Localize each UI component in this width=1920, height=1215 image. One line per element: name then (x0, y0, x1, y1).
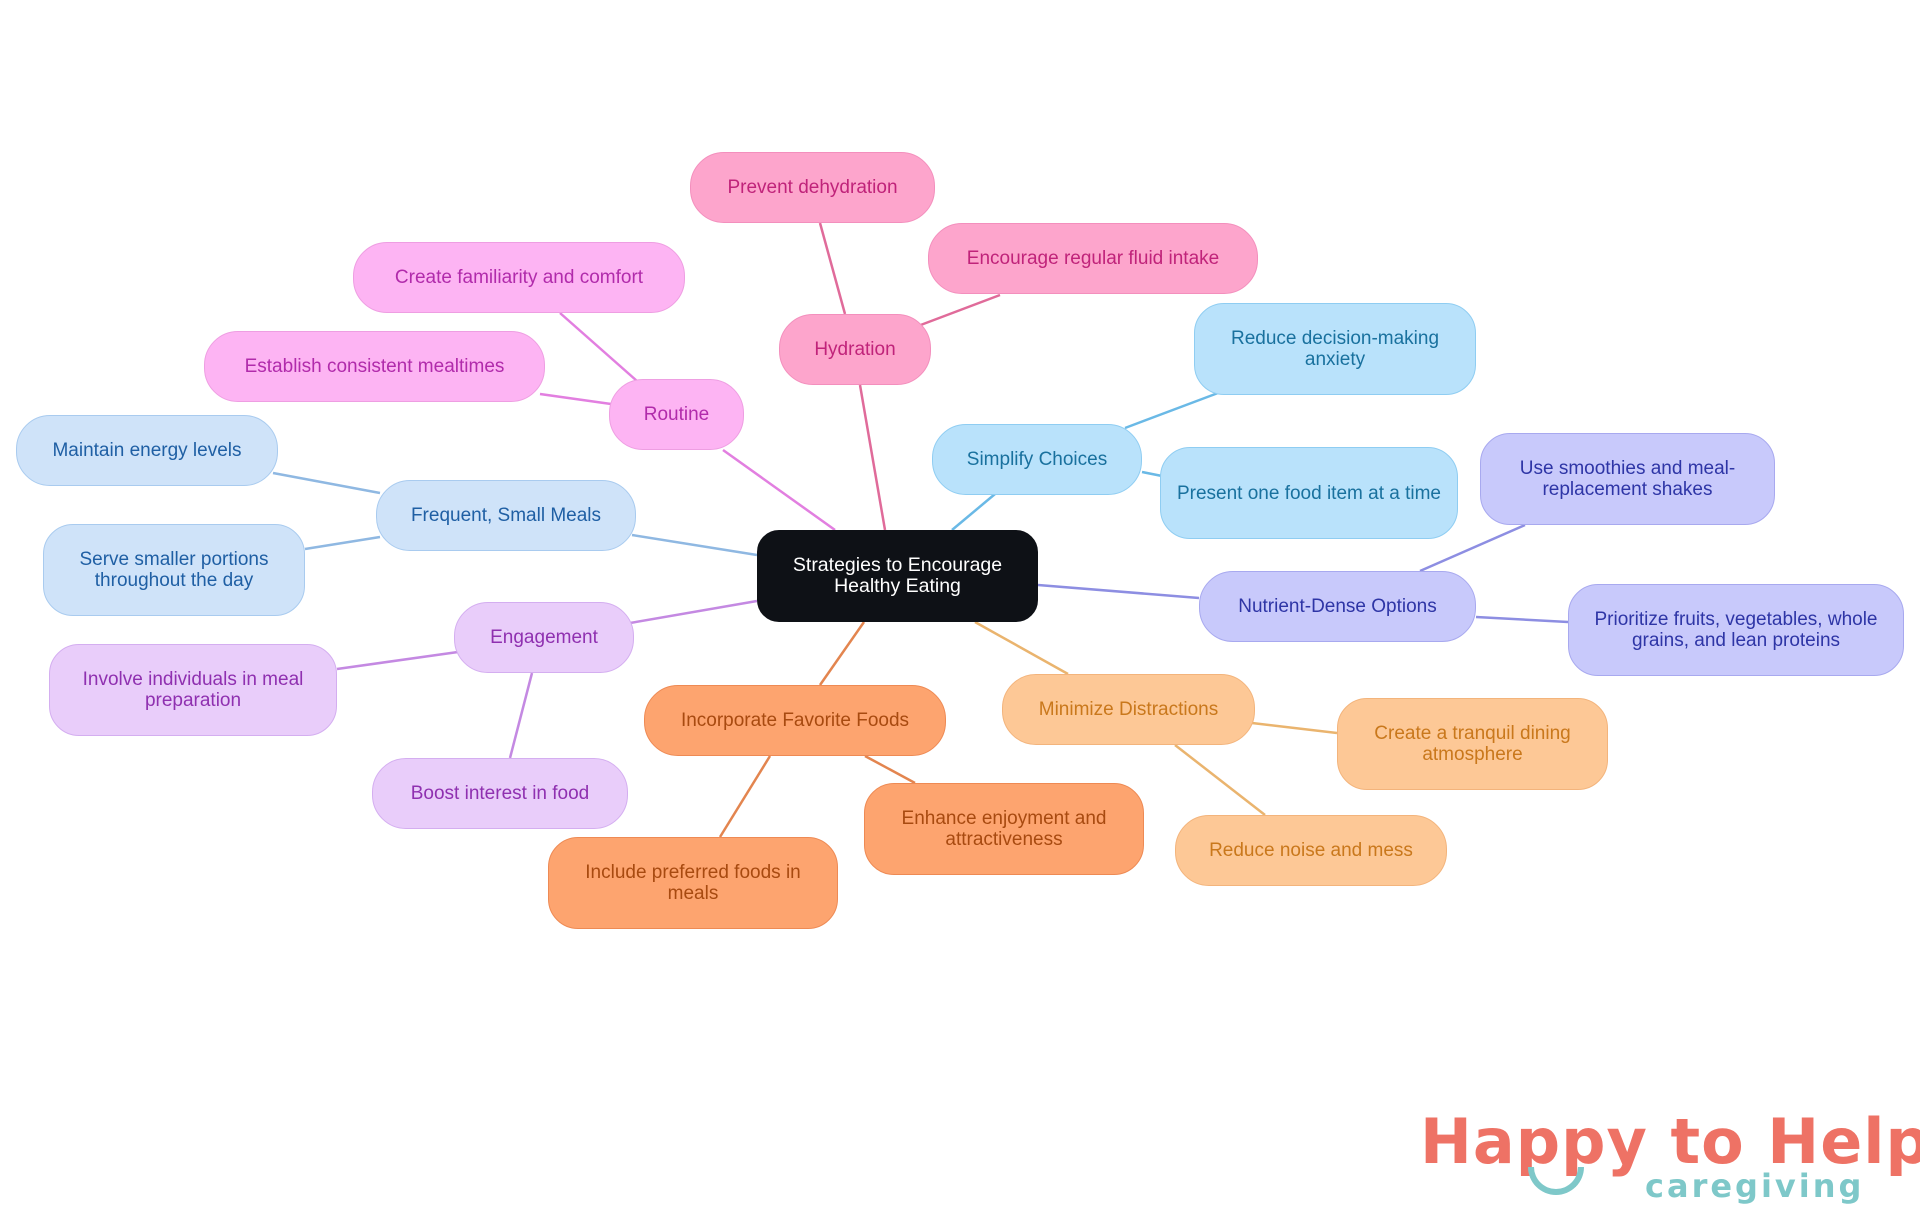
branch-routine: Routine (609, 379, 744, 450)
leaf-include-preferred-foods: Include preferred foods in meals (548, 837, 838, 929)
leaf-use-smoothies: Use smoothies and meal-replacement shake… (1480, 433, 1775, 525)
connector-favorite-14 (864, 754, 916, 785)
leaf-prioritize-fruits: Prioritize fruits, vegetables, whole gra… (1568, 584, 1904, 676)
connector-nutrient-20 (1475, 615, 1569, 624)
happy-to-help-logo: Happy to Help caregiving (1420, 1105, 1920, 1205)
branch-nutrient-dense-options: Nutrient-Dense Options (1199, 571, 1476, 642)
leaf-tranquil-atmosphere: Create a tranquil dining atmosphere (1337, 698, 1608, 790)
connector-hydration-2 (917, 293, 1001, 328)
connector-routine-5 (539, 392, 612, 406)
branch-engagement: Engagement (454, 602, 634, 673)
connector-engagement-9 (629, 599, 758, 625)
branch-hydration: Hydration (779, 314, 931, 385)
leaf-reduce-decision-anxiety: Reduce decision-making anxiety (1194, 303, 1476, 395)
branch-minimize-distractions: Minimize Distractions (1002, 674, 1255, 745)
connector-frequent-7 (272, 471, 381, 495)
leaf-create-familiarity: Create familiarity and comfort (353, 242, 685, 313)
connector-distractions-16 (1251, 721, 1338, 735)
connector-nutrient-18 (1037, 583, 1200, 600)
logo-subtitle: caregiving (1645, 1167, 1865, 1205)
connector-routine-4 (559, 312, 638, 382)
branch-frequent-small-meals: Frequent, Small Meals (376, 480, 636, 551)
connector-simplify-23 (1141, 470, 1163, 478)
connector-distractions-17 (1174, 744, 1266, 816)
leaf-consistent-mealtimes: Establish consistent mealtimes (204, 331, 545, 402)
smile-icon (1528, 1167, 1584, 1195)
leaf-present-one-food-item: Present one food item at a time (1160, 447, 1458, 539)
connector-favorite-12 (818, 621, 866, 686)
connector-routine-3 (722, 448, 836, 532)
logo-title: Happy to Help (1420, 1105, 1920, 1178)
connector-hydration-0 (858, 384, 887, 531)
leaf-involve-meal-preparation: Involve individuals in meal preparation (49, 644, 337, 736)
branch-simplify-choices: Simplify Choices (932, 424, 1142, 495)
leaf-encourage-fluid-intake: Encourage regular fluid intake (928, 223, 1258, 294)
branch-incorporate-favorite-foods: Incorporate Favorite Foods (644, 685, 946, 756)
connector-frequent-8 (304, 535, 381, 551)
leaf-reduce-noise: Reduce noise and mess (1175, 815, 1447, 886)
connector-simplify-21 (951, 493, 996, 531)
connector-engagement-10 (336, 650, 459, 671)
connector-favorite-13 (718, 755, 772, 838)
connector-engagement-11 (508, 672, 534, 759)
leaf-prevent-dehydration: Prevent dehydration (690, 152, 935, 223)
leaf-enhance-enjoyment: Enhance enjoyment and attractiveness (864, 783, 1144, 875)
connector-simplify-22 (1124, 391, 1219, 430)
leaf-boost-interest: Boost interest in food (372, 758, 628, 829)
leaf-maintain-energy: Maintain energy levels (16, 415, 278, 486)
leaf-serve-smaller-portions: Serve smaller portions throughout the da… (43, 524, 305, 616)
root-node: Strategies to Encourage Healthy Eating (757, 530, 1038, 622)
connector-frequent-6 (631, 533, 758, 557)
connector-distractions-15 (974, 620, 1069, 676)
connector-hydration-1 (818, 222, 847, 315)
connector-nutrient-19 (1419, 523, 1526, 573)
